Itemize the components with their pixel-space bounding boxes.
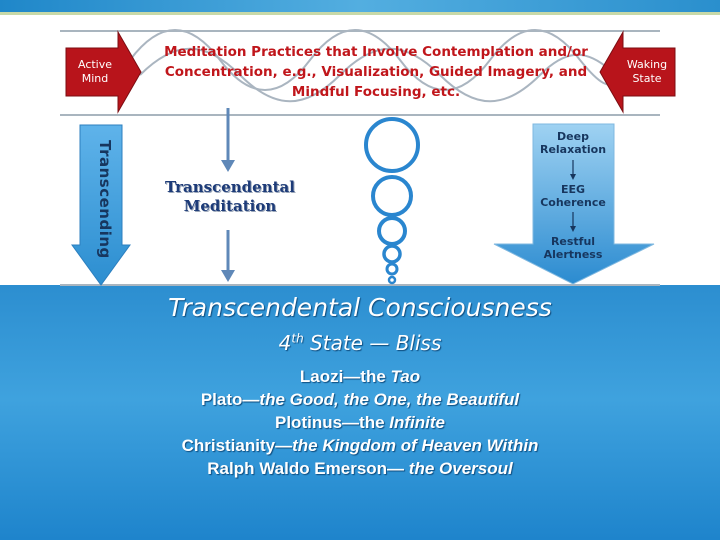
state-text: State bbox=[303, 331, 363, 355]
down-arrow-icon bbox=[570, 226, 576, 232]
down-arrow-icon bbox=[570, 174, 576, 180]
bubble-icon bbox=[382, 244, 402, 264]
list-item-text: Christianity— bbox=[181, 436, 293, 455]
stage-line: Deep bbox=[557, 130, 589, 143]
state-superscript: th bbox=[291, 331, 304, 346]
practices-description: Meditation Practices that Involve Contem… bbox=[158, 42, 594, 102]
stage-eeg-coherence: EEG Coherence bbox=[528, 183, 618, 209]
consciousness-panel bbox=[0, 285, 720, 540]
down-arrow-icon bbox=[221, 270, 235, 282]
transcending-label: Transcending bbox=[96, 139, 114, 259]
list-item: Ralph Waldo Emerson— the Oversoul bbox=[60, 457, 660, 480]
bubble-icon bbox=[377, 216, 407, 246]
list-item-emphasis: Infinite bbox=[389, 413, 445, 432]
bubble-icon bbox=[364, 117, 420, 173]
state-subtitle: 4th State — Bliss bbox=[60, 331, 660, 355]
active-mind-line: Mind bbox=[81, 72, 109, 85]
stage-line: Coherence bbox=[540, 196, 606, 209]
stage-line: Alertness bbox=[543, 248, 603, 261]
active-mind-line: Active bbox=[77, 58, 113, 71]
down-arrow-icon bbox=[71, 124, 131, 286]
waking-state-label: Waking State bbox=[620, 58, 674, 86]
list-item-emphasis: Tao bbox=[390, 367, 421, 386]
list-item: Plotinus—the Infinite bbox=[60, 411, 660, 434]
stage-line: EEG bbox=[560, 183, 586, 196]
list-item-text: Plotinus—the bbox=[275, 413, 390, 432]
state-number: 4 bbox=[278, 331, 292, 355]
waking-state-line: State bbox=[632, 72, 662, 85]
wave-icon bbox=[129, 29, 621, 91]
down-arrow-icon bbox=[493, 123, 655, 285]
stage-restful-alertness: Restful Alertness bbox=[528, 235, 618, 261]
tm-line: Transcendental bbox=[165, 178, 295, 196]
list-item: Laozi—the Tao bbox=[60, 365, 660, 388]
practices-line: Mindful Focusing, etc. bbox=[291, 84, 461, 100]
bubble-icon bbox=[385, 262, 399, 276]
bubble-icon bbox=[371, 175, 413, 217]
state-bliss: Bliss bbox=[395, 331, 442, 355]
top-accent-line bbox=[0, 12, 720, 15]
left-arrow-icon bbox=[599, 30, 676, 114]
stage-line: Relaxation bbox=[539, 143, 607, 156]
bubble-icon bbox=[387, 275, 397, 285]
stage-line: Restful bbox=[550, 235, 596, 248]
top-color-bar bbox=[0, 0, 720, 12]
page-title: Transcendental Consciousness bbox=[168, 293, 552, 322]
practices-line: Concentration, e.g., Visualization, Guid… bbox=[164, 64, 588, 80]
panel-top-rule bbox=[60, 284, 660, 286]
tradition-list: Laozi—the Tao Plato—the Good, the One, t… bbox=[60, 365, 660, 480]
list-item-text: Ralph Waldo Emerson— bbox=[207, 459, 409, 478]
wave-icon bbox=[139, 47, 611, 103]
active-mind-label: Active Mind bbox=[70, 58, 120, 86]
list-item: Plato—the Good, the One, the Beautiful bbox=[60, 388, 660, 411]
tm-line: Meditation bbox=[183, 197, 277, 215]
tm-label: Transcendental Meditation bbox=[150, 178, 310, 216]
list-item-emphasis: the Good, the One, the Beautiful bbox=[259, 390, 520, 409]
stage-deep-relaxation: Deep Relaxation bbox=[528, 130, 618, 156]
header-bottom-rule bbox=[60, 114, 660, 116]
list-item: Christianity—the Kingdom of Heaven Withi… bbox=[60, 434, 660, 457]
list-item-text: Plato— bbox=[200, 390, 260, 409]
state-dash: — bbox=[362, 331, 396, 355]
right-arrow-icon bbox=[65, 30, 142, 114]
list-item-emphasis: the Kingdom of Heaven Within bbox=[292, 436, 539, 455]
waking-state-line: Waking bbox=[626, 58, 668, 71]
list-item-text: Laozi—the bbox=[299, 367, 391, 386]
down-arrow-icon bbox=[221, 160, 235, 172]
practices-line: Meditation Practices that Involve Contem… bbox=[164, 44, 588, 60]
list-item-emphasis: the Oversoul bbox=[408, 459, 513, 478]
